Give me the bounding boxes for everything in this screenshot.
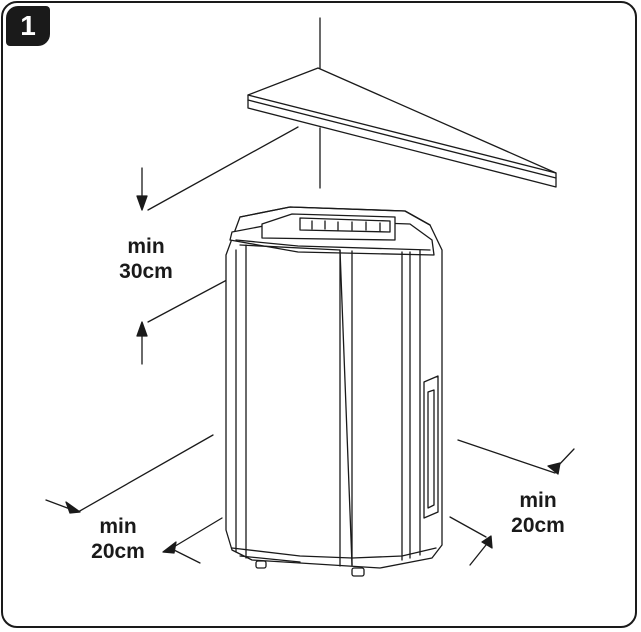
left-clearance-label-line2: 20cm [91,540,145,563]
right-clearance-label-line2: 20cm [511,514,565,537]
right-floor-guide-back [457,439,556,474]
step-number-badge: 1 [6,6,50,46]
top-arrow-down [136,167,148,211]
foot-right [351,567,365,577]
left-arrow-in [45,499,81,514]
right-arrow-out [469,535,493,566]
side-handle [423,375,439,519]
top-clearance-label: min 30cm [108,234,184,284]
right-floor-guide-front [449,516,487,538]
left-arrow-out [162,541,201,564]
right-clearance-label-line1: min [519,489,557,512]
dehumidifier-unit [225,206,443,577]
right-clearance-label: min 20cm [498,488,578,538]
top-clearance-label-line2: 30cm [119,260,173,283]
control-panel [261,213,396,241]
top-clearance-label-line1: min [127,235,165,258]
left-floor-guide-back [77,434,214,513]
shelf [247,67,557,188]
top-arrow-up [136,321,148,365]
foot-left [255,560,267,569]
left-clearance-label-line1: min [99,515,137,538]
top-clearance-guide-upper [147,126,299,211]
right-arrow-in [547,448,575,475]
left-clearance-label: min 20cm [78,514,158,564]
left-floor-guide-front [171,517,223,549]
